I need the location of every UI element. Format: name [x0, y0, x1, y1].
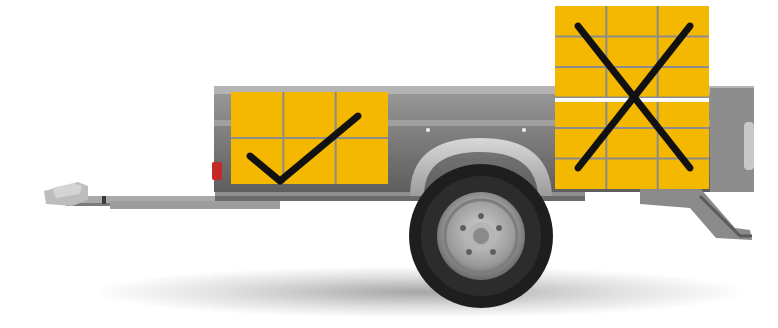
bad-cargo-box	[555, 6, 709, 189]
good-cargo-box	[231, 92, 388, 184]
wheel	[409, 164, 553, 308]
